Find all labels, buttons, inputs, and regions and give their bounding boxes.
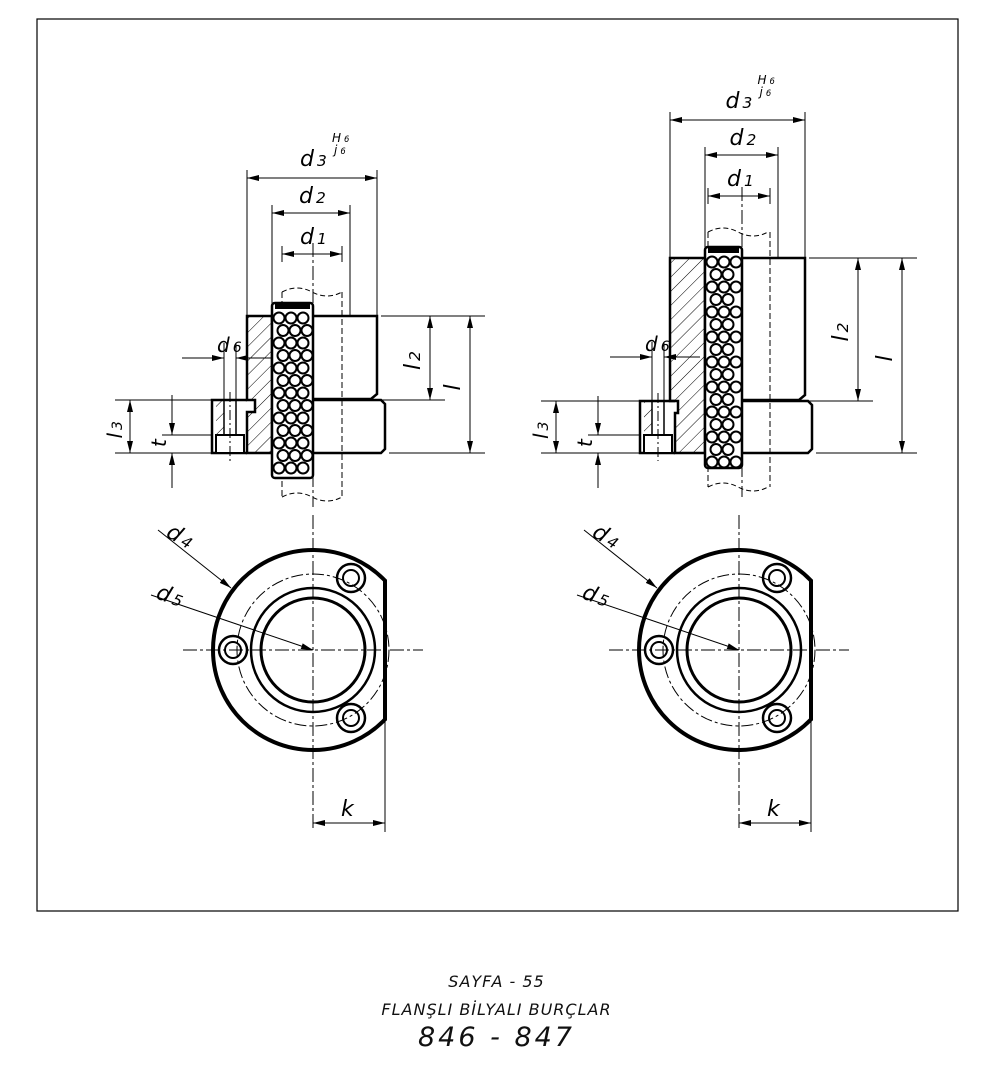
label-k: k [767, 797, 781, 822]
label-l: l [873, 355, 898, 361]
label-l3: l3 [529, 422, 553, 439]
label-l: l [441, 384, 466, 390]
flange-body [313, 398, 387, 455]
ball [300, 349, 314, 362]
drawing-frame [36, 18, 959, 912]
label-d5: d5 [153, 580, 187, 613]
ball [721, 418, 735, 431]
label-k: k [341, 797, 355, 822]
label-d5: d5 [579, 580, 613, 613]
label-t: t [573, 438, 597, 447]
ball [300, 374, 314, 387]
label-d4: d4 [162, 520, 198, 555]
leader-d5 [150, 594, 314, 651]
ball [729, 380, 743, 394]
leader-d4 [583, 529, 658, 589]
label-l2: l2 [401, 351, 426, 370]
shaft-break-top [281, 287, 343, 297]
ball [721, 293, 735, 306]
ball [721, 368, 735, 381]
part-numbers: 846 - 847 [418, 1022, 575, 1053]
shaft-break-bottom [707, 482, 769, 492]
shaft-break-bottom [281, 492, 343, 502]
mounting-hole [335, 562, 367, 594]
ball [296, 461, 310, 475]
ball [296, 361, 310, 375]
hole-hatch [644, 401, 652, 435]
cage-retainer [275, 303, 310, 309]
ball [721, 268, 735, 281]
mounting-hole [761, 562, 793, 594]
bushing-body [313, 314, 379, 401]
ball [296, 411, 310, 425]
ball [721, 443, 735, 456]
mounting-hole-inner [342, 709, 360, 727]
cage-retainer [708, 247, 739, 253]
mounting-hole-inner [342, 569, 360, 587]
ball [296, 386, 310, 400]
ball [721, 318, 735, 331]
ball [721, 393, 735, 406]
page-number: SAYFA - 55 [448, 972, 545, 991]
mounting-hole [761, 702, 793, 734]
flange-body [742, 399, 814, 455]
label-l2: l2 [829, 323, 854, 342]
mounting-hole-inner [768, 569, 786, 587]
label-l3: l3 [103, 421, 127, 438]
ball [721, 343, 735, 356]
ball [296, 436, 310, 450]
leader-d5 [576, 594, 740, 651]
ball [729, 455, 743, 469]
hatched-section [245, 314, 274, 455]
drawing-title: FLANŞLI BİLYALI BURÇLAR [381, 1000, 612, 1019]
ball [296, 336, 310, 350]
ball [296, 311, 310, 325]
label-t: t [147, 438, 171, 447]
bushing-body [742, 256, 807, 402]
flange-outline [211, 548, 387, 752]
mounting-hole [335, 702, 367, 734]
hatched-section [668, 256, 707, 455]
mounting-hole-inner [768, 709, 786, 727]
label-d4: d4 [588, 520, 624, 555]
shaft-break-top [707, 227, 769, 237]
hole-hatch [216, 400, 224, 435]
flange-outline [637, 548, 813, 752]
leader-d4 [157, 529, 232, 589]
